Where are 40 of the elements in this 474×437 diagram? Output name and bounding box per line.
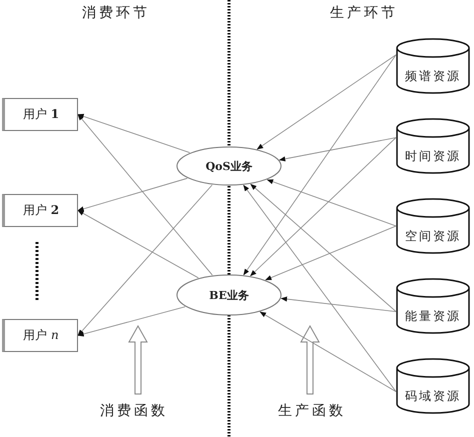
arrow [250, 184, 396, 312]
service-ellipse [176, 146, 282, 186]
node-label: 码域资源 [405, 389, 461, 403]
arrow [256, 54, 396, 150]
node-label: BE业务 [209, 288, 249, 302]
user-box [2, 98, 78, 131]
node-label: QoS业务 [206, 160, 252, 172]
node-label: 频谱资源 [405, 69, 461, 83]
arrow [77, 114, 190, 153]
arrow [77, 210, 199, 278]
arrow [260, 312, 396, 392]
section-label: 生产函数 [278, 402, 346, 420]
arrow [278, 137, 396, 162]
arrow [243, 54, 396, 276]
section-label: 生产环节 [330, 4, 398, 22]
node-label: 空间资源 [405, 229, 461, 243]
arrow [280, 296, 396, 312]
node-label: 用户 n [23, 327, 59, 344]
resource-cylinder [396, 358, 470, 414]
section-label: 消费函数 [100, 402, 168, 420]
arrow [78, 114, 213, 276]
service-ellipse [176, 274, 282, 316]
user-box [2, 319, 78, 352]
node-label: 能量资源 [405, 309, 461, 323]
section-label: 消费环节 [82, 4, 150, 22]
node-label: 时间资源 [405, 149, 461, 163]
arrow [77, 306, 186, 336]
arrow [266, 179, 396, 226]
arrow [250, 137, 396, 276]
arrow [78, 184, 213, 336]
arrow [265, 226, 396, 280]
arrow [243, 184, 396, 392]
resource-cylinder [396, 198, 470, 254]
resource-cylinder [396, 38, 470, 94]
node-label: 用户 2 [22, 202, 60, 219]
node-label: 用户 1 [22, 106, 60, 123]
arrow [77, 178, 188, 212]
resource-cylinder [396, 278, 470, 334]
user-box [2, 194, 78, 227]
resource-cylinder [396, 118, 470, 174]
